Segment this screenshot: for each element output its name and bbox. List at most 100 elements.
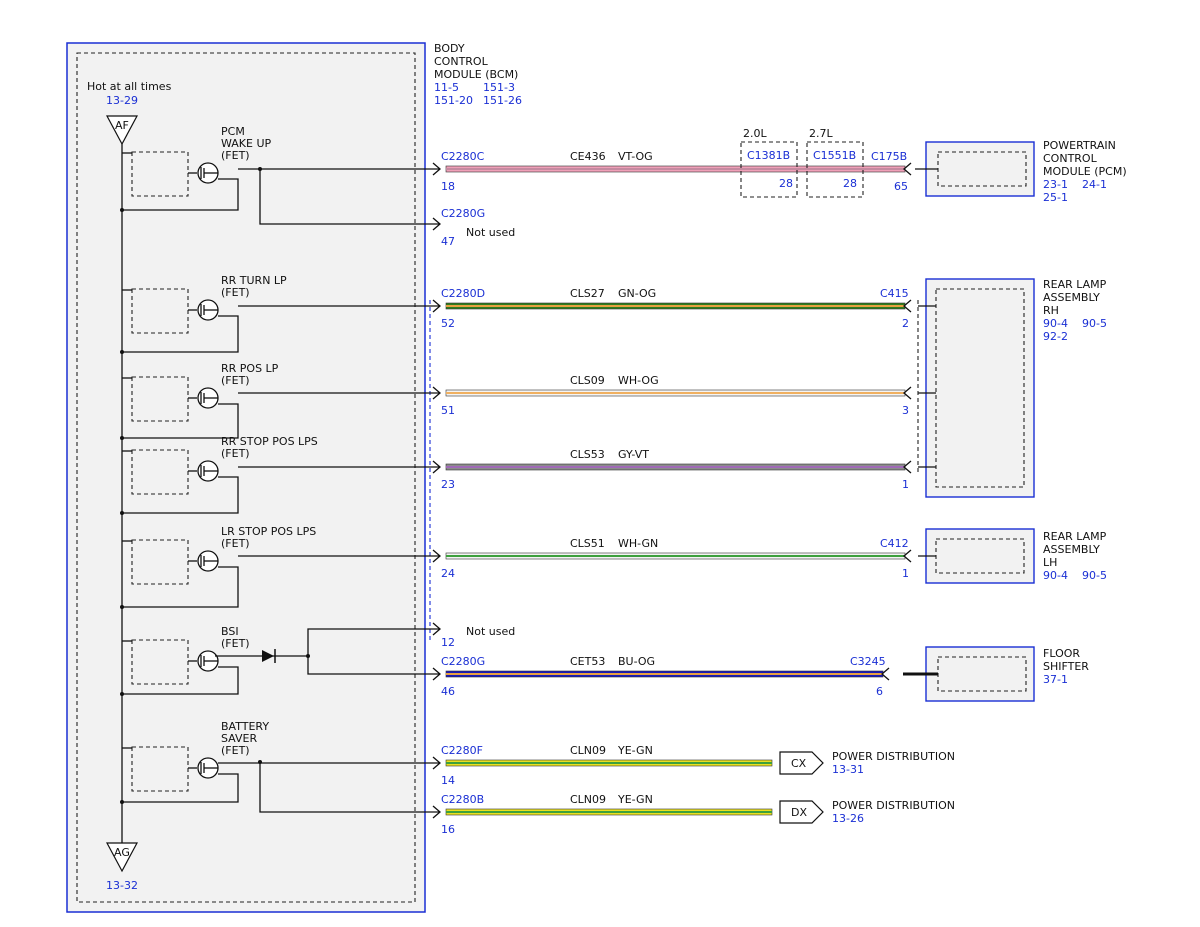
engine-label: 2.0L: [743, 127, 767, 140]
bcm-ref[interactable]: 151-26: [483, 94, 522, 107]
end-connector-label[interactable]: C3245: [850, 655, 886, 668]
fet-label: SAVER: [221, 732, 257, 745]
component-ref[interactable]: 90-5: [1082, 569, 1107, 582]
component-title: MODULE (PCM): [1043, 165, 1127, 178]
wire-color-code: WH-OG: [618, 374, 659, 387]
ag-ref[interactable]: 13-32: [106, 879, 138, 892]
wire-color-code: GY-VT: [618, 448, 649, 461]
fet-label: (FET): [221, 637, 250, 650]
end-pin-label: 1: [902, 567, 909, 580]
not-used-47: C2280G 47 Not used: [259, 169, 515, 248]
connector-label[interactable]: C2280G: [441, 655, 485, 668]
end-pin-label: 6: [876, 685, 883, 698]
component-title: ASSEMBLY: [1043, 543, 1100, 556]
hot-ref[interactable]: 13-29: [106, 94, 138, 107]
component-ref[interactable]: 23-1: [1043, 178, 1068, 191]
wire-color-code: VT-OG: [618, 150, 653, 163]
end-connector-label[interactable]: C175B: [871, 150, 907, 163]
pin-label: 23: [441, 478, 455, 491]
engine-label: 2.7L: [809, 127, 833, 140]
wire-color-code: BU-OG: [618, 655, 655, 668]
fet-block: RR TURN LP(FET): [122, 274, 287, 353]
fet-label: BATTERY: [221, 720, 269, 733]
fet-label: (FET): [221, 447, 250, 460]
component-title: CONTROL: [1043, 152, 1098, 165]
fet-box: [131, 639, 189, 685]
component-ref[interactable]: 24-1: [1082, 178, 1107, 191]
connector-label[interactable]: C2280C: [441, 150, 485, 163]
bcm-ref[interactable]: 11-5: [434, 81, 459, 94]
fet-block: BSI(FET): [122, 625, 250, 695]
fet-box: [131, 449, 189, 495]
fet-label: (FET): [221, 537, 250, 550]
destination-ref[interactable]: 13-26: [832, 812, 864, 825]
floor-shifter-component: FLOOR SHIFTER 37-1: [903, 646, 1089, 702]
pin-label: 51: [441, 404, 455, 417]
wire-color-code: YE-GN: [617, 744, 653, 757]
connector-label[interactable]: C1381B: [747, 149, 790, 162]
fet-box: [131, 288, 189, 334]
wire-cls09[interactable]: 51 CLS09 WH-OG 3: [238, 374, 912, 417]
pin-label: 52: [441, 317, 455, 330]
fet-label: (FET): [221, 149, 250, 162]
fet-block: LR STOP POS LPS(FET): [122, 525, 316, 608]
ag-tag-label: AG: [114, 846, 130, 859]
wire-color-code: GN-OG: [618, 287, 656, 300]
end-connector-label[interactable]: C415: [880, 287, 909, 300]
connector-label[interactable]: C2280F: [441, 744, 483, 757]
not-used-label: Not used: [466, 625, 515, 638]
fet-block: RR STOP POS LPS(FET): [122, 435, 318, 514]
component-title: FLOOR: [1043, 647, 1080, 660]
battery-saver-branch: [258, 760, 440, 813]
end-pin-label: 65: [894, 180, 908, 193]
connector-label[interactable]: C2280D: [441, 287, 485, 300]
bcm-ref[interactable]: 151-20: [434, 94, 473, 107]
rear-lamp-lh-component: REAR LAMP ASSEMBLY LH 90-4 90-5: [918, 528, 1107, 584]
bcm-module: BODY CONTROL MODULE (BCM) 11-5 151-3 151…: [66, 42, 522, 913]
component-ref[interactable]: 25-1: [1043, 191, 1068, 204]
wire-cet53[interactable]: C2280G 46 CET53 BU-OG C3245 6: [432, 655, 890, 698]
connector-label[interactable]: C2280G: [441, 207, 485, 220]
component-ref[interactable]: 90-5: [1082, 317, 1107, 330]
component-ref[interactable]: 92-2: [1043, 330, 1068, 343]
not-used-label: Not used: [466, 226, 515, 239]
rear-lamp-rh-component: REAR LAMP ASSEMBLY RH 90-4 90-5 92-2: [917, 278, 1107, 498]
connector-label[interactable]: C2280B: [441, 793, 484, 806]
circuit-id: CET53: [570, 655, 605, 668]
pin-label: 46: [441, 685, 455, 698]
component-ref[interactable]: 90-4: [1043, 317, 1068, 330]
fet-label: (FET): [221, 374, 250, 387]
pin-label: 24: [441, 567, 455, 580]
wire-color-code: WH-GN: [618, 537, 658, 550]
fet-label: BSI: [221, 625, 239, 638]
hot-at-all-times-label: Hot at all times: [87, 80, 172, 93]
end-pin-label: 3: [902, 404, 909, 417]
component-ref[interactable]: 37-1: [1043, 673, 1068, 686]
af-tag: [105, 115, 139, 146]
power-distribution-cx: CX POWER DISTRIBUTION 13-31: [779, 750, 955, 776]
tag-label: DX: [791, 806, 807, 819]
circuit-id: CLS09: [570, 374, 605, 387]
end-connector-label[interactable]: C412: [880, 537, 909, 550]
connector-label[interactable]: C1551B: [813, 149, 856, 162]
component-ref[interactable]: 90-4: [1043, 569, 1068, 582]
bcm-ref[interactable]: 151-3: [483, 81, 515, 94]
wire-color-code: YE-GN: [617, 793, 653, 806]
fet-label: LR STOP POS LPS: [221, 525, 316, 538]
fet-box: [131, 151, 189, 197]
destination-ref[interactable]: 13-31: [832, 763, 864, 776]
destination-label: POWER DISTRIBUTION: [832, 799, 955, 812]
end-pin-label: 1: [902, 478, 909, 491]
pcm-component: POWERTRAIN CONTROL MODULE (PCM) 23-1 24-…: [915, 139, 1127, 204]
power-distribution-dx: DX POWER DISTRIBUTION 13-26: [779, 799, 955, 825]
pin-label: 14: [441, 774, 455, 787]
pin-label: 18: [441, 180, 455, 193]
